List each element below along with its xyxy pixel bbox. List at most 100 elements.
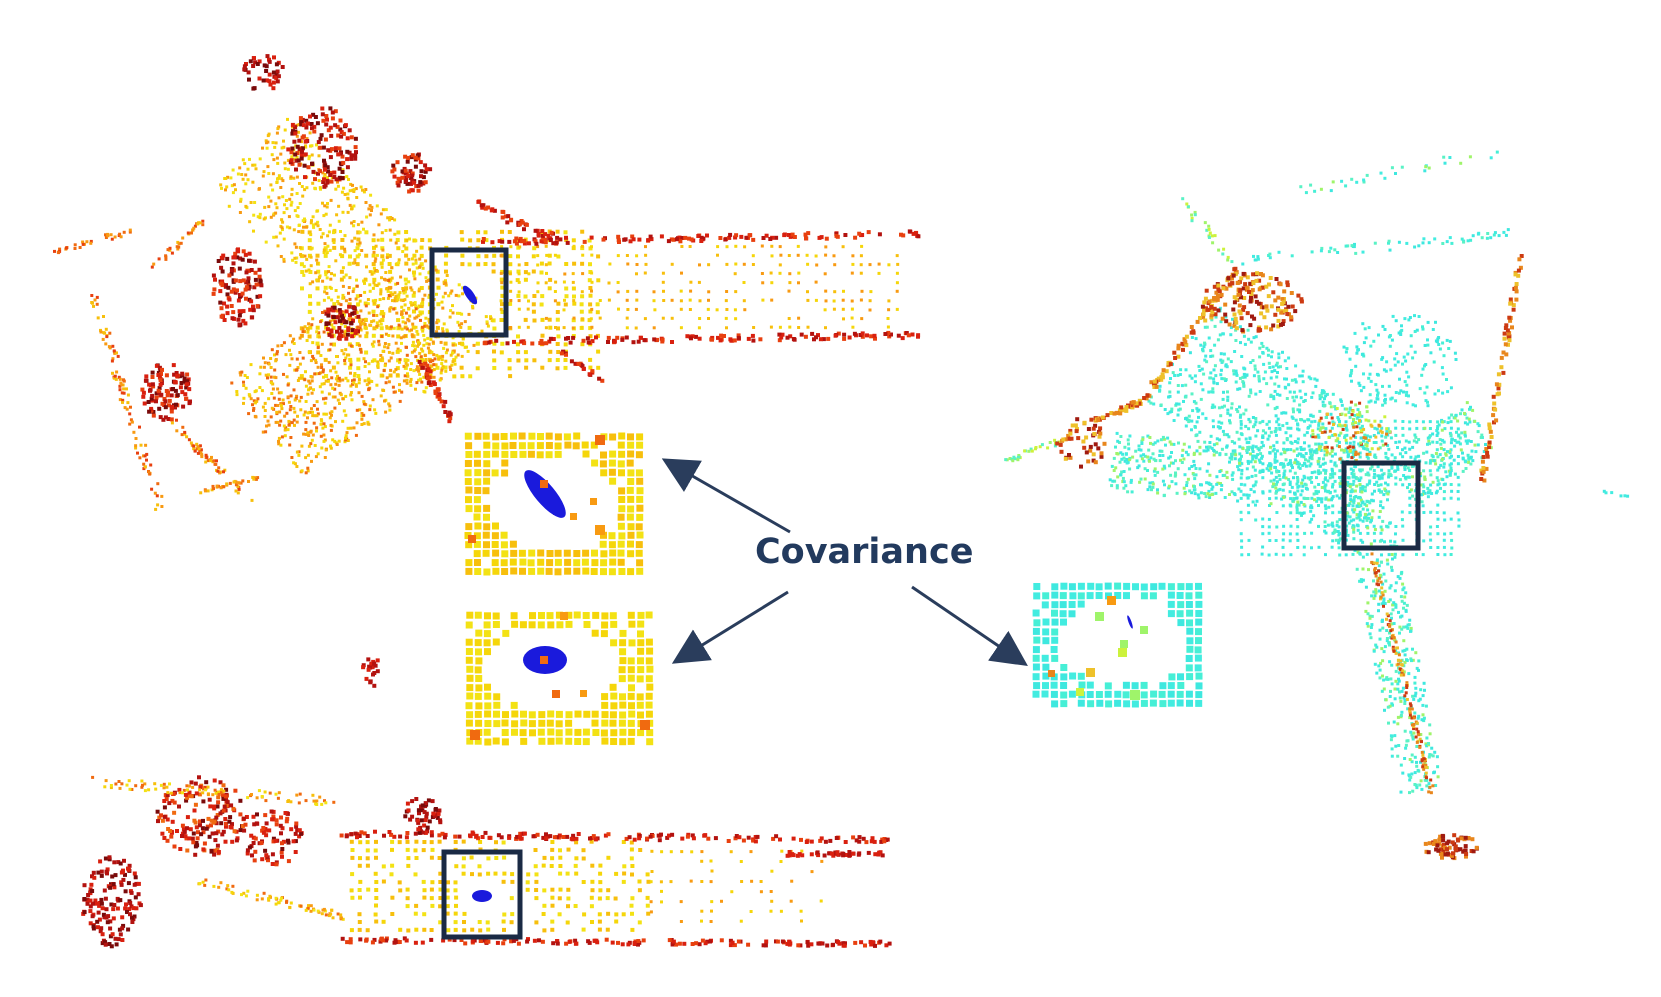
point — [679, 900, 683, 904]
point — [225, 304, 230, 309]
point — [240, 291, 245, 296]
point — [866, 230, 871, 235]
point — [1365, 483, 1369, 487]
point — [446, 880, 450, 885]
point — [257, 59, 262, 64]
point — [431, 380, 436, 385]
point — [836, 331, 841, 336]
point — [451, 351, 454, 355]
point — [799, 332, 804, 337]
point — [1372, 524, 1376, 528]
point — [370, 342, 374, 346]
point — [312, 421, 316, 425]
point — [271, 141, 275, 145]
point — [95, 925, 100, 930]
point — [453, 888, 458, 893]
point — [159, 813, 163, 818]
point — [260, 828, 265, 833]
point — [770, 254, 774, 258]
point — [324, 379, 328, 383]
point — [444, 269, 448, 274]
point — [329, 277, 333, 281]
point — [253, 414, 257, 418]
point — [901, 233, 906, 238]
point — [831, 942, 835, 947]
point — [1345, 433, 1349, 437]
point — [815, 850, 820, 855]
point — [710, 337, 714, 342]
point — [450, 289, 454, 293]
point — [404, 253, 409, 258]
point — [320, 446, 324, 450]
point — [324, 913, 328, 917]
point — [234, 489, 238, 493]
point — [375, 324, 379, 328]
point — [460, 354, 464, 358]
point — [107, 942, 112, 946]
point — [1247, 538, 1251, 542]
point — [238, 256, 243, 261]
point — [1347, 411, 1351, 414]
point — [120, 391, 124, 395]
point — [1202, 345, 1206, 349]
point — [292, 176, 296, 180]
point — [401, 320, 405, 324]
point — [112, 903, 117, 907]
point — [500, 341, 505, 346]
point — [868, 939, 873, 944]
point — [126, 401, 130, 405]
point — [562, 280, 566, 284]
point — [346, 439, 350, 442]
point — [500, 209, 505, 214]
point — [412, 369, 416, 373]
point — [282, 145, 286, 149]
point — [318, 145, 323, 150]
point — [441, 404, 446, 409]
point — [410, 350, 414, 354]
point — [310, 323, 314, 327]
point — [689, 879, 693, 883]
point — [1247, 394, 1251, 398]
point — [292, 342, 296, 345]
point — [301, 123, 306, 128]
point — [501, 941, 506, 946]
point — [181, 791, 184, 795]
point — [397, 880, 402, 885]
point — [1343, 434, 1347, 438]
point — [230, 839, 235, 844]
point — [290, 131, 295, 136]
point — [698, 317, 702, 320]
point — [306, 165, 311, 170]
point — [778, 325, 782, 329]
point — [280, 826, 285, 831]
point — [413, 155, 418, 160]
point — [180, 390, 185, 395]
point — [1442, 538, 1446, 542]
point — [718, 338, 723, 343]
point — [221, 808, 226, 813]
point — [500, 293, 505, 298]
point — [769, 325, 773, 329]
point — [388, 404, 392, 408]
point — [444, 359, 448, 363]
point — [896, 333, 901, 338]
point — [244, 270, 249, 275]
point — [120, 915, 125, 920]
point — [344, 834, 349, 839]
point — [1282, 472, 1286, 476]
point — [573, 938, 578, 943]
point — [406, 856, 411, 861]
point — [415, 329, 419, 333]
point — [612, 339, 617, 344]
point — [372, 301, 376, 305]
point — [373, 912, 378, 917]
point — [373, 259, 377, 263]
point — [597, 919, 602, 924]
point — [180, 834, 184, 838]
point — [1267, 361, 1271, 365]
point — [371, 299, 375, 303]
point — [1301, 464, 1305, 467]
point — [666, 239, 671, 244]
point — [252, 86, 257, 91]
point — [1351, 552, 1355, 556]
